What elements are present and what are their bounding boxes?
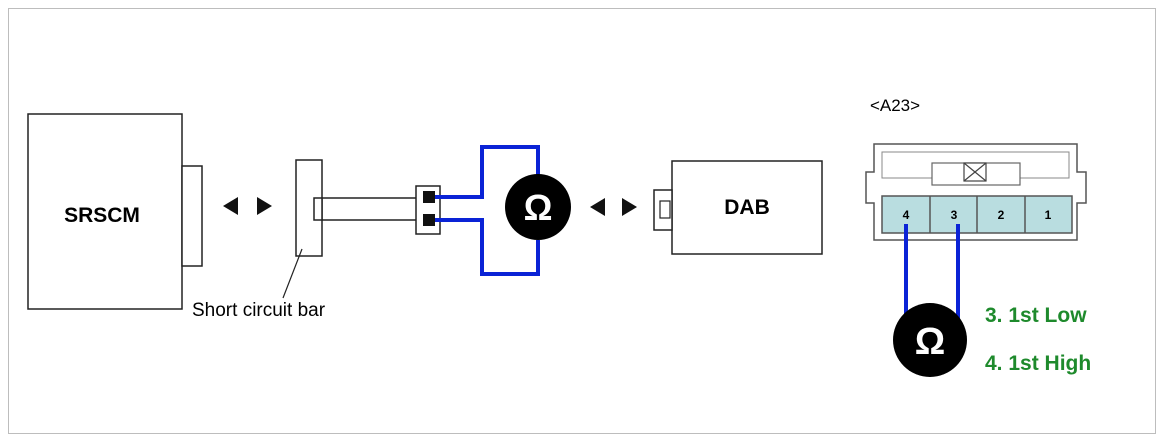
pin-4-label: 4 [903, 208, 910, 222]
srscm-module: SRSCM [27, 113, 203, 310]
short-circuit-bar: Short circuit bar [192, 159, 420, 321]
ohm-icon: Ω [524, 187, 553, 228]
pin3-legend: 3. 1st Low [985, 304, 1087, 327]
connector-id-label: <A23> [870, 96, 920, 115]
ohmmeter-1: Ω [505, 174, 571, 240]
connect-arrow-right [590, 198, 637, 216]
ohm-icon-2: Ω [915, 321, 945, 363]
test-connector [415, 185, 441, 235]
dab-module: DAB [653, 160, 823, 255]
pin4-legend: 4. 1st High [985, 352, 1091, 375]
srscm-label: SRSCM [64, 204, 140, 227]
a23-connector: <A23> 4 3 2 1 [865, 96, 1087, 241]
ohmmeter-2: Ω [893, 303, 967, 377]
connect-arrow-left [223, 197, 272, 215]
meter-wires-1 [435, 145, 540, 276]
pin-1-label: 1 [1045, 208, 1052, 222]
diagram-frame [8, 8, 1156, 434]
short-circuit-bar-label: Short circuit bar [192, 300, 326, 321]
pin-2-label: 2 [998, 208, 1005, 222]
pin-3-label: 3 [951, 208, 958, 222]
dab-label: DAB [724, 196, 770, 219]
meter-wires-2 [904, 224, 960, 320]
